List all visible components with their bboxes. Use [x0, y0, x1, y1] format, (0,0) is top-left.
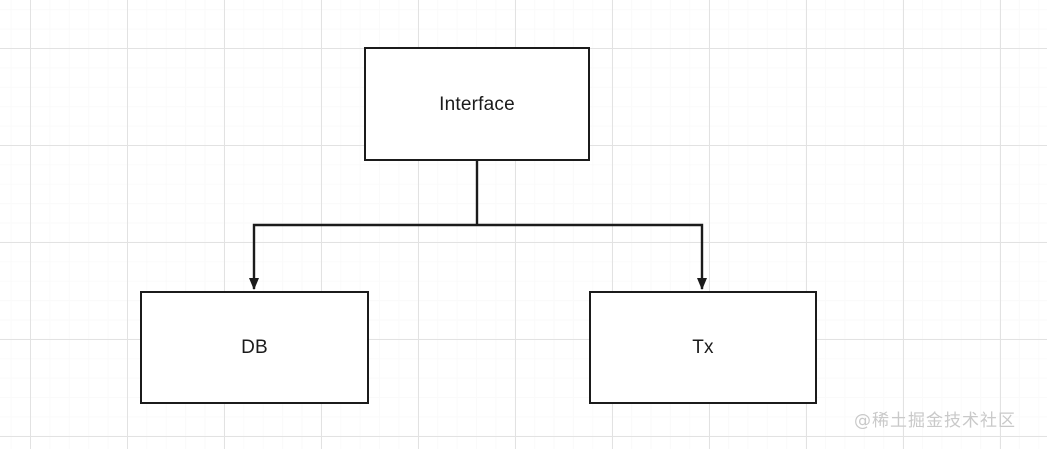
node-interface[interactable]: Interface	[364, 47, 590, 161]
edge-interface-to-tx	[477, 223, 707, 290]
edge-interface-to-db	[249, 223, 477, 290]
watermark: @稀土掘金技术社区	[854, 411, 1016, 431]
node-tx-label: Tx	[692, 337, 714, 358]
node-db[interactable]: DB	[140, 291, 369, 404]
node-tx[interactable]: Tx	[589, 291, 817, 404]
node-interface-label: Interface	[439, 93, 515, 115]
node-db-label: DB	[241, 337, 268, 358]
